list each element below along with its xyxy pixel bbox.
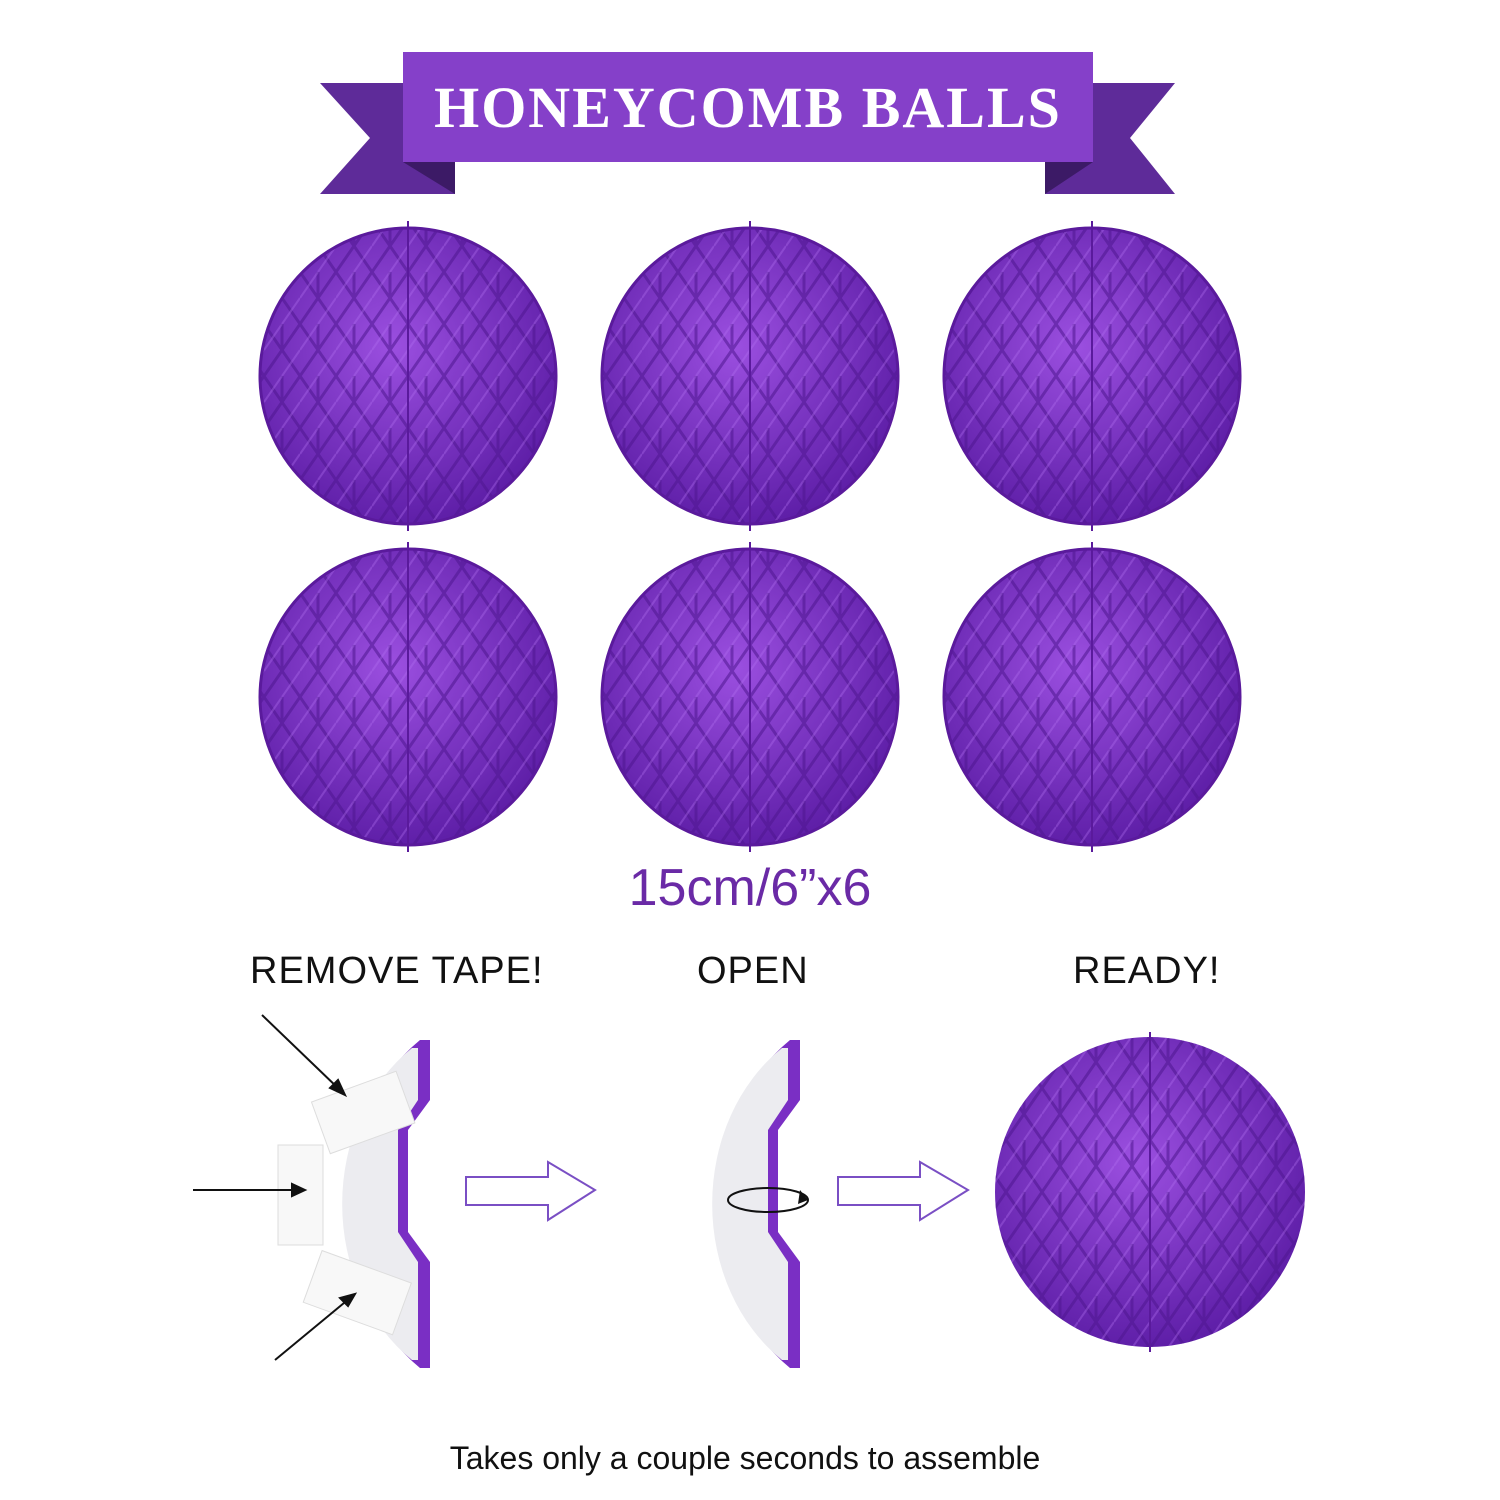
- honeycomb-ball-4: [258, 540, 558, 854]
- banner-main: [403, 52, 1093, 162]
- half-ball-open-icon: [712, 1040, 809, 1368]
- assembly-steps: [193, 1014, 1305, 1368]
- honeycomb-ball-2: [600, 219, 900, 533]
- tape-strip-2: [277, 1144, 324, 1246]
- step-label-ready: READY!: [1073, 950, 1221, 992]
- step-label-open: OPEN: [697, 950, 809, 992]
- step-label-remove-tape: REMOVE TAPE!: [250, 950, 544, 992]
- page-title: HONEYCOMB BALLS: [434, 74, 1062, 140]
- tape-strip-3: [302, 1249, 412, 1336]
- next-arrow-icon-1: [465, 1160, 597, 1222]
- honeycomb-ball-6: [942, 540, 1242, 854]
- tape-strip-1: [310, 1070, 416, 1155]
- size-label: 15cm/6”x6: [628, 859, 872, 917]
- honeycomb-ball-icon: [995, 1032, 1305, 1352]
- honeycomb-ball-1: [258, 219, 558, 533]
- honeycomb-ball-5: [600, 540, 900, 854]
- next-arrow-icon-2: [837, 1160, 970, 1222]
- assembly-caption: Takes only a couple seconds to assemble: [449, 1440, 1041, 1476]
- title-banner: [320, 52, 1175, 194]
- banner-fold-right: [1045, 162, 1093, 194]
- honeycomb-ball-3: [942, 219, 1242, 533]
- banner-fold-left: [403, 162, 455, 194]
- pointer-arrows: [193, 1014, 358, 1361]
- half-ball-with-tape-icon: [277, 1040, 430, 1368]
